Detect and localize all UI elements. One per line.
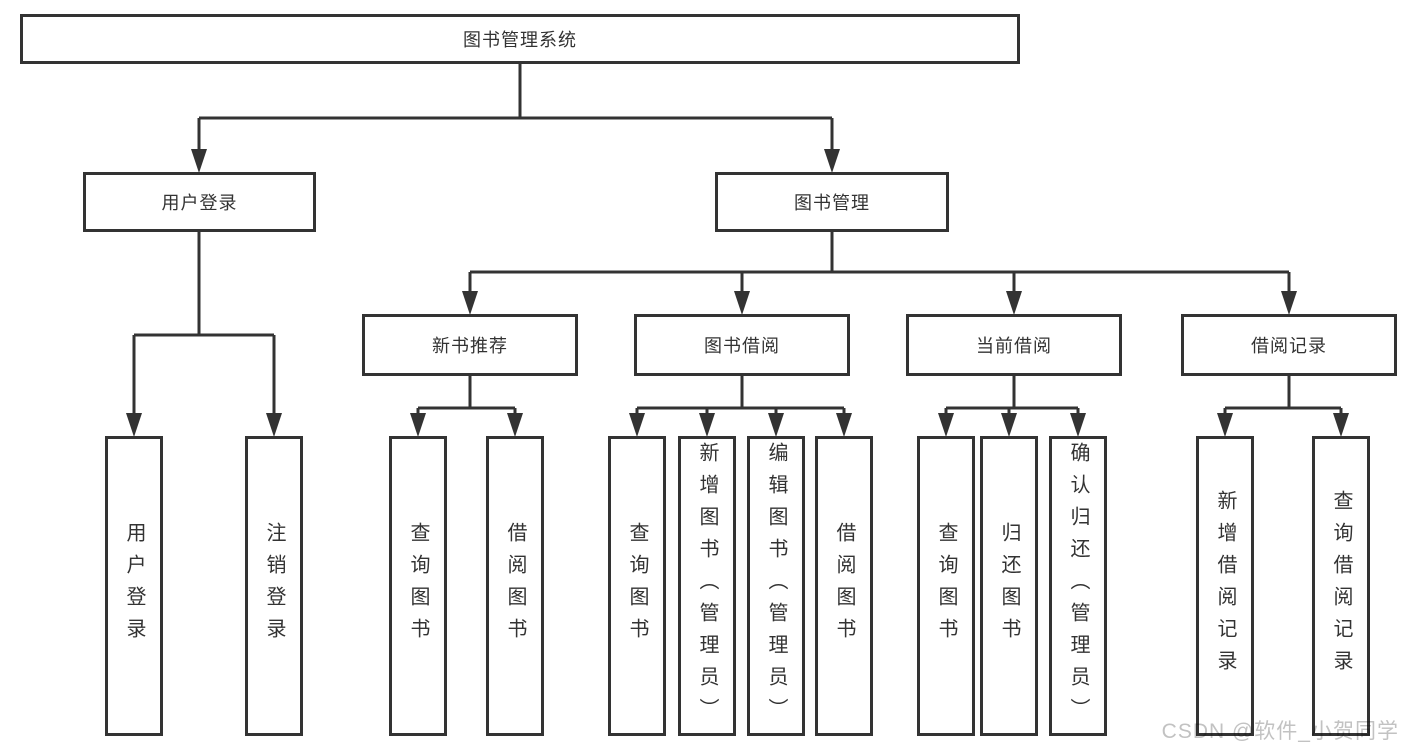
node-book-borrowing: 图书借阅 [634,314,850,376]
node-label: 图书借阅 [704,336,780,356]
node-label: 归还图书 [998,522,1020,650]
node-label: 新增借阅记录 [1214,490,1236,682]
node-label: 借阅图书 [833,522,855,650]
leaf-user-login: 用户登录 [105,436,163,736]
node-label: 查询借阅记录 [1330,490,1352,682]
leaf-edit-books-admin: 编辑图书（管理员） [747,436,805,736]
node-label: 注销登录 [263,522,285,650]
node-borrowing-records: 借阅记录 [1181,314,1397,376]
leaf-add-borrow-record: 新增借阅记录 [1196,436,1254,736]
node-current-borrowing: 当前借阅 [906,314,1122,376]
node-label: 编辑图书（管理员） [765,442,787,730]
node-new-book-recommendation: 新书推荐 [362,314,578,376]
node-label: 新增图书（管理员） [696,442,718,730]
node-label: 查询图书 [935,522,957,650]
node-library-system: 图书管理系统 [20,14,1020,64]
node-label: 图书管理系统 [463,30,577,50]
leaf-confirm-return-admin: 确认归还（管理员） [1049,436,1107,736]
leaf-query-borrow-record: 查询借阅记录 [1312,436,1370,736]
leaf-return-books: 归还图书 [980,436,1038,736]
leaf-add-books-admin: 新增图书（管理员） [678,436,736,736]
node-label: 用户登录 [161,193,238,213]
leaf-query-books: 查询图书 [389,436,447,736]
node-book-management: 图书管理 [715,172,949,232]
node-label: 借阅图书 [504,522,526,650]
node-label: 借阅记录 [1251,336,1327,356]
node-label: 用户登录 [123,522,145,650]
node-user-login: 用户登录 [83,172,316,232]
node-label: 查询图书 [407,522,429,650]
node-label: 当前借阅 [976,336,1052,356]
leaf-query-books: 查询图书 [608,436,666,736]
leaf-query-books: 查询图书 [917,436,975,736]
leaf-borrow-books: 借阅图书 [815,436,873,736]
leaf-borrow-books: 借阅图书 [486,436,544,736]
csdn-watermark: CSDN @软件_小贺同学 [1161,720,1399,743]
node-label: 查询图书 [626,522,648,650]
node-label: 新书推荐 [432,336,508,356]
node-label: 图书管理 [794,193,870,213]
leaf-logout: 注销登录 [245,436,303,736]
node-label: 确认归还（管理员） [1067,442,1089,730]
